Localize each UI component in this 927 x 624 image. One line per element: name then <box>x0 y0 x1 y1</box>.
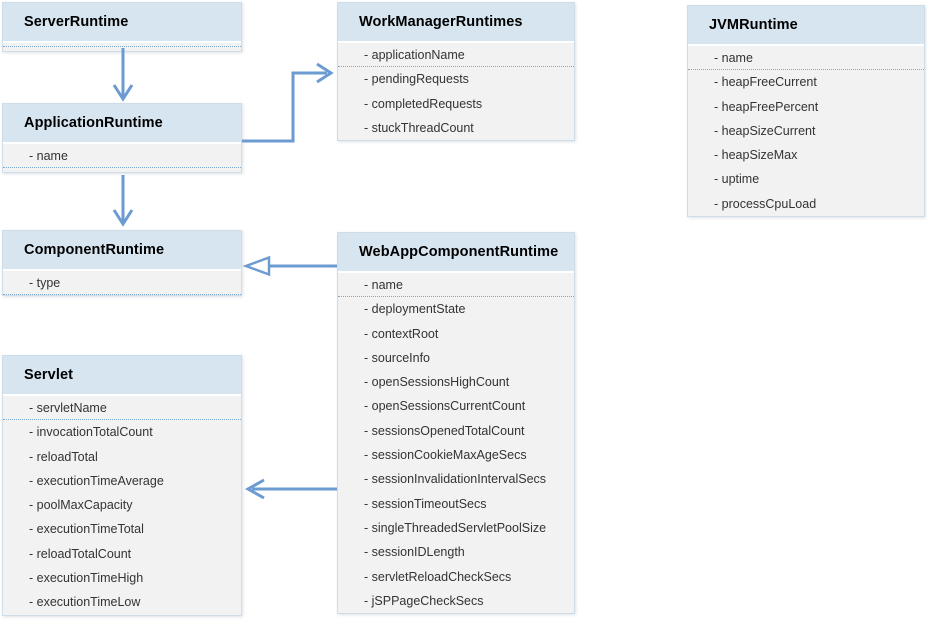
attribute-row: - jSPPageCheckSecs <box>364 593 484 608</box>
attribute-row: - type <box>3 271 241 296</box>
attribute-row: - uptime <box>714 172 760 187</box>
attribute-row: - heapSizeCurrent <box>714 123 816 138</box>
attribute-row: - servletReloadCheckSecs <box>364 569 512 584</box>
class-title-component-runtime: ComponentRuntime <box>3 231 241 271</box>
attribute-row: - sessionsOpenedTotalCount <box>364 423 525 438</box>
attribute-row: - servletName <box>3 396 241 421</box>
attribute-row: - name <box>688 46 924 71</box>
class-box-web-app-component-runtime: WebAppComponentRuntime - name - deploymen… <box>337 232 575 615</box>
attribute-row: - heapSizeMax <box>714 148 798 163</box>
attribute-row: - contextRoot <box>364 326 439 341</box>
class-attributes: - servletName - invocationTotalCount - rel… <box>3 396 241 615</box>
attribute-row: - executionTimeAverage <box>29 473 164 488</box>
arrow-webapp-to-component-generalization <box>242 255 337 277</box>
attribute-row: - stuckThreadCount <box>364 120 474 135</box>
class-box-work-manager-runtimes: WorkManagerRuntimes - applicationName - p… <box>337 2 575 142</box>
attribute-row: - applicationName <box>338 43 574 68</box>
attribute-row: - invocationTotalCount <box>29 425 153 440</box>
rest-section-empty <box>3 47 241 51</box>
attribute-row: - sessionInvalidationIntervalSecs <box>364 472 547 487</box>
attribute-row: - reloadTotal <box>29 449 98 464</box>
attribute-row: - completedRequests <box>364 96 483 111</box>
class-title-application-runtime: ApplicationRuntime <box>3 104 241 144</box>
arrow-application-to-component <box>112 175 134 227</box>
class-title-web-app-component-runtime: WebAppComponentRuntime <box>338 233 574 273</box>
attribute-row: - sessionIDLength <box>364 545 465 560</box>
attribute-row: - deploymentState <box>364 302 466 317</box>
class-title-work-manager-runtimes: WorkManagerRuntimes <box>338 3 574 43</box>
class-title-server-runtime: ServerRuntime <box>3 3 241 43</box>
attribute-row: - openSessionsCurrentCount <box>364 399 526 414</box>
class-box-application-runtime: ApplicationRuntime - name <box>2 103 242 174</box>
attribute-row: - executionTimeHigh <box>29 571 144 586</box>
class-attributes: - name - heapFreeCurrent - heapFreePercent… <box>688 46 924 216</box>
attribute-row: - sessionTimeoutSecs <box>364 496 487 511</box>
class-attributes: - name - deploymentState - contextRoot - so… <box>338 273 574 613</box>
arrow-webapp-to-servlet <box>244 478 337 500</box>
key-section-empty <box>3 43 241 47</box>
class-attributes: - type <box>3 271 241 296</box>
attribute-row: - pendingRequests <box>364 72 469 87</box>
attribute-row: - openSessionsHighCount <box>364 375 510 390</box>
attribute-row: - reloadTotalCount <box>29 546 132 561</box>
attribute-row: - sessionCookieMaxAgeSecs <box>364 448 527 463</box>
attribute-row: - name <box>3 144 241 169</box>
arrow-application-to-workmanager <box>242 62 334 143</box>
attribute-row: - sourceInfo <box>364 350 431 365</box>
attribute-row: - executionTimeLow <box>29 595 141 610</box>
class-attributes: - applicationName - pendingRequests - comp… <box>338 43 574 140</box>
class-attributes: - name <box>3 144 241 169</box>
attribute-row: - heapFreeCurrent <box>714 75 817 90</box>
attribute-row: - heapFreePercent <box>714 99 819 114</box>
attribute-row: - executionTimeTotal <box>29 522 144 537</box>
class-title-servlet: Servlet <box>3 356 241 396</box>
rest-section-empty <box>3 168 241 172</box>
attribute-row: - poolMaxCapacity <box>29 498 133 513</box>
class-box-component-runtime: ComponentRuntime - type <box>2 230 242 297</box>
class-box-servlet: Servlet - servletName - invocationTotalCo… <box>2 355 242 616</box>
class-title-jvm-runtime: JVMRuntime <box>688 6 924 46</box>
attribute-row: - singleThreadedServletPoolSize <box>364 520 547 535</box>
class-box-server-runtime: ServerRuntime <box>2 2 242 52</box>
arrow-server-to-application <box>112 48 134 102</box>
class-box-jvm-runtime: JVMRuntime - name - heapFreeCurrent - heap… <box>687 5 925 218</box>
attribute-row: - processCpuLoad <box>714 196 817 211</box>
attribute-row: - name <box>338 273 574 298</box>
